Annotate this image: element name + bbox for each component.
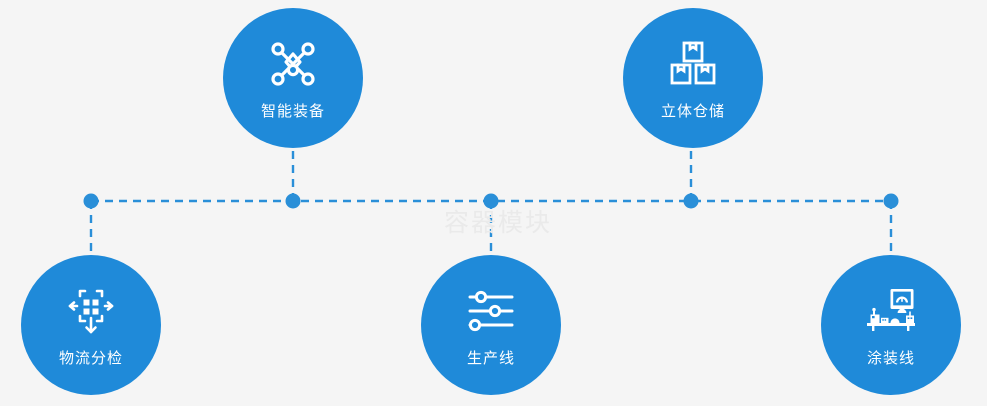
watermark-text: 容器模块 xyxy=(444,208,553,237)
trunk-node-dot-2[interactable] xyxy=(285,193,301,209)
node-label-tuzhuangxian: 涂装线 xyxy=(866,348,915,367)
sorting-arrows-icon xyxy=(65,285,117,337)
node-label-zhinengzhuangbei: 智能装备 xyxy=(260,101,325,120)
trunk-node-dot-4[interactable] xyxy=(683,193,699,209)
node-wuliufenjian[interactable]: 物流分检 xyxy=(21,255,161,395)
stacked-boxes-icon xyxy=(667,38,719,90)
trunk-node-dot-3[interactable] xyxy=(483,193,499,209)
node-label-shengchanxian: 生产线 xyxy=(466,348,515,367)
node-label-liticangchu: 立体仓储 xyxy=(660,101,725,120)
trunk-node-dot-5[interactable] xyxy=(883,193,899,209)
node-shengchanxian[interactable]: 生产线 xyxy=(421,255,561,395)
paint-machine-icon xyxy=(865,285,917,337)
trunk-node-dot-1[interactable] xyxy=(83,193,99,209)
node-tuzhuangxian[interactable]: 涂装线 xyxy=(821,255,961,395)
node-liticangchu[interactable]: 立体仓储 xyxy=(623,8,763,148)
node-label-wuliufenjian: 物流分检 xyxy=(58,348,123,367)
sliders-icon xyxy=(465,285,517,337)
network-nodes-icon xyxy=(267,38,319,90)
node-zhinengzhuangbei[interactable]: 智能装备 xyxy=(223,8,363,148)
